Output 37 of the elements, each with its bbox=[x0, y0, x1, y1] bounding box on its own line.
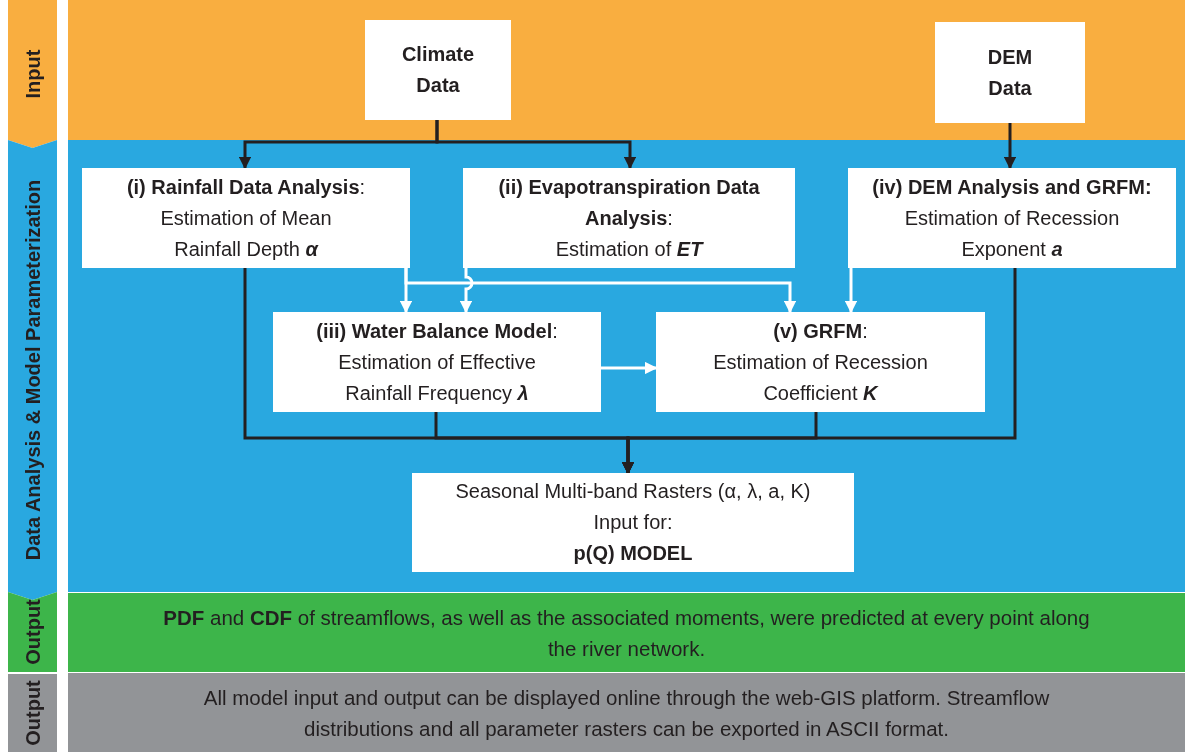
process-box bbox=[365, 20, 511, 120]
box-heading: (i) Rainfall Data Analysis: bbox=[126, 174, 366, 200]
box-text: Estimation of Mean Rainfall Depth α bbox=[159, 205, 333, 262]
arrow bbox=[844, 268, 858, 314]
arrow bbox=[1003, 123, 1017, 170]
section-label: Data Analysis & Model Parameterization bbox=[21, 179, 44, 561]
box-text: Estimation of ET bbox=[555, 236, 703, 262]
box-text: Estimation of Recession Coefficient K bbox=[712, 349, 929, 406]
section-label: Input bbox=[21, 49, 44, 99]
band-background bbox=[68, 593, 1185, 672]
arrow bbox=[404, 268, 797, 314]
arrow bbox=[621, 268, 1017, 475]
section-label: Output bbox=[21, 680, 44, 746]
box-heading: (iii) Water Balance Model: bbox=[316, 318, 558, 344]
process-box bbox=[463, 168, 795, 268]
box-text: Estimation of Effective Rainfall Frequency λ bbox=[337, 349, 537, 406]
process-box bbox=[848, 168, 1176, 268]
arrow bbox=[435, 120, 637, 170]
box-text: p(Q) MODEL bbox=[573, 541, 693, 566]
box-heading: (iv) DEM Analysis and GRFM: bbox=[872, 174, 1152, 200]
box-text: Seasonal Multi-band Rasters (α, λ, a, K) Input for: bbox=[454, 479, 812, 535]
process-box bbox=[82, 168, 410, 268]
box-text: Estimation of Recession Exponent a bbox=[903, 205, 1121, 262]
box-heading: (ii) Evapotranspiration Data Analysis: bbox=[497, 174, 761, 231]
process-box bbox=[273, 312, 601, 412]
arrow bbox=[459, 268, 474, 314]
process-box bbox=[935, 22, 1085, 123]
process-box bbox=[656, 312, 985, 412]
box-text: DEM Data bbox=[986, 44, 1034, 101]
process-box bbox=[412, 473, 854, 572]
band-text: PDF and CDF of streamflows, as well as the associated moments, were predicted at every point along the river network. bbox=[162, 604, 1091, 662]
band-text: All model input and output can be displayed online through the web-GIS platform. Streamflow distributions and all parameter rasters can be exported in ASCII format. bbox=[202, 684, 1051, 742]
section-label: Output bbox=[21, 599, 44, 665]
box-text: Climate Data bbox=[400, 42, 476, 98]
arrow bbox=[601, 361, 658, 375]
band-background bbox=[68, 673, 1185, 752]
box-heading: (v) GRFM: bbox=[773, 318, 868, 344]
